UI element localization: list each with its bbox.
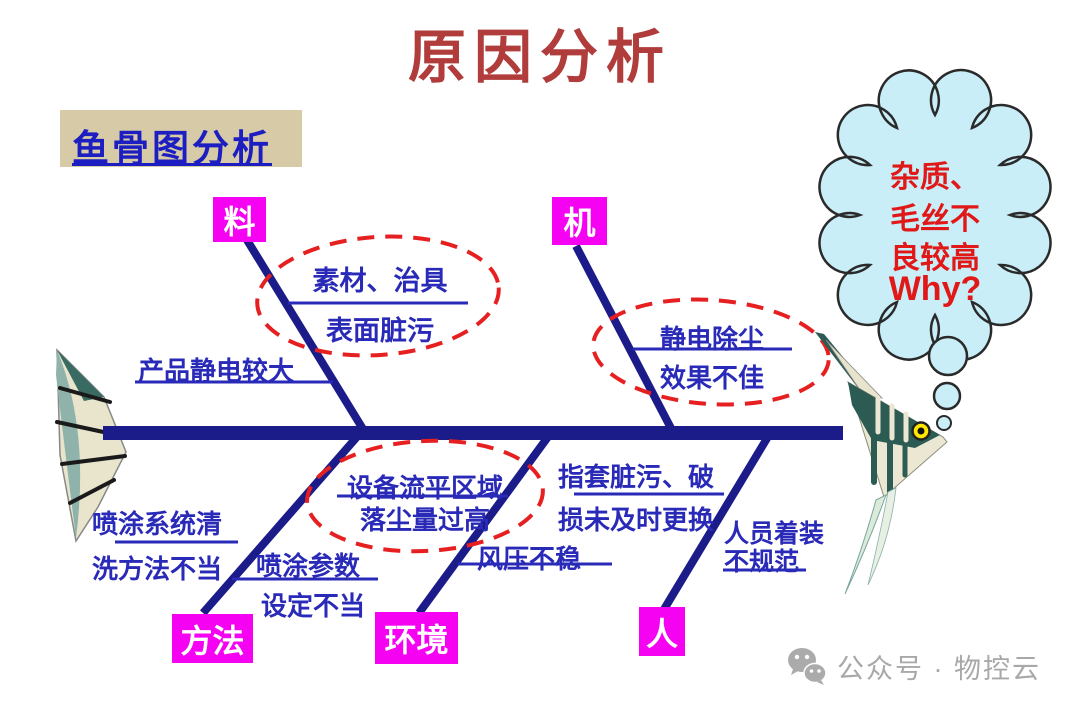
man-bone [659, 427, 776, 614]
category-machine: 机 [552, 197, 607, 245]
method-bone [199, 427, 367, 616]
category-method: 方法 [172, 614, 253, 663]
cause-twig-lines [115, 301, 806, 581]
cause-method-1-top: 喷涂系统清 [92, 509, 223, 539]
cause-material-1-top: 素材、治具 [312, 266, 448, 296]
cause-environment-1-bottom: 落尘量过高 [359, 505, 490, 535]
problem-bubble-line-1: 杂质、 [890, 161, 980, 194]
watermark-text: 公众号 · 物控云 [837, 653, 1041, 684]
cause-man-1-bottom: 损未及时更换 [558, 505, 715, 535]
fish-head-art [815, 332, 948, 595]
thought-cloud [818, 68, 1052, 431]
cause-environment-1-top: 设备流平区域 [346, 473, 503, 503]
cause-man-2-bottom: 不规范 [724, 548, 800, 576]
subtitle-label: 鱼骨图分析 [72, 128, 272, 169]
cause-material-2: 产品静电较大 [138, 356, 295, 386]
wechat-icon [788, 648, 827, 685]
category-man: 人 [639, 607, 685, 656]
highlight-ellipse-machine [591, 297, 831, 407]
problem-bubble-line-2: 毛丝不 [890, 203, 980, 236]
problem-bubble-line-3: 良较高 [890, 242, 980, 275]
machine-bone [572, 244, 678, 436]
environment-bone [415, 427, 557, 616]
cause-environment-2: 风压不稳 [477, 544, 582, 574]
thought-trail-circle-large [927, 335, 969, 377]
cause-machine-1-top: 静电除尘 [659, 324, 764, 354]
fish-tail-art [55, 348, 127, 543]
cause-man-2-top: 人员着装 [724, 520, 825, 548]
thought-trail-circle-medium [932, 381, 962, 411]
problem-bubble-why: Why? [888, 270, 982, 308]
watermark: 公众号 · 物控云 [783, 643, 1041, 689]
page-title: 原因分析 [407, 23, 672, 91]
cause-method-2-bottom: 设定不当 [261, 591, 366, 621]
category-environment: 环境 [375, 612, 458, 664]
highlight-ellipse-material [255, 234, 501, 358]
thought-trail-circle-small [936, 415, 952, 431]
cause-man-1-top: 指套脏污、破 [558, 462, 715, 492]
subtitle-box [60, 110, 302, 167]
category-material: 料 [213, 197, 266, 242]
highlight-ellipse-environment [305, 438, 545, 554]
cause-material-1-bottom: 表面脏污 [326, 316, 434, 346]
cause-method-1-bottom: 洗方法不当 [92, 554, 223, 584]
cause-method-2-top: 喷涂参数 [256, 551, 361, 581]
material-bone [243, 237, 370, 437]
cause-machine-1-bottom: 效果不佳 [659, 363, 764, 393]
